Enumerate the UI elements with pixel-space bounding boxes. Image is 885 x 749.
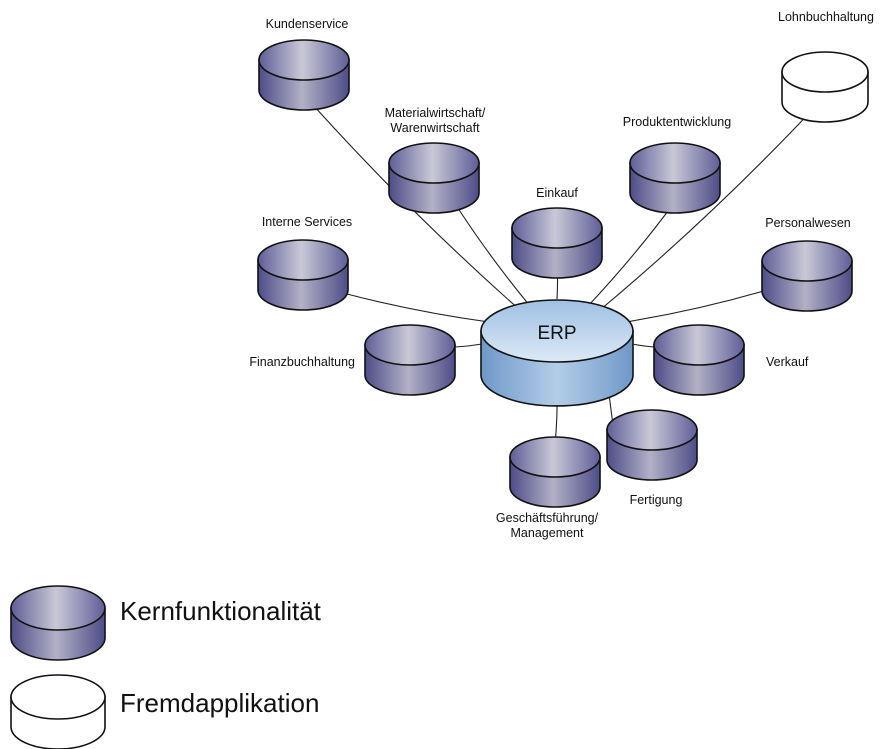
node-cylinder-personalwesen: [761, 240, 853, 312]
legend-label-external: Fremdapplikation: [120, 688, 319, 718]
node-cylinder-kundenservice: [258, 39, 350, 111]
node-cylinder-lohnbuchhaltung: [781, 51, 869, 123]
node-label-einkauf: Einkauf: [536, 186, 578, 200]
erp-hub-cylinder-top: [480, 299, 634, 363]
nodes: KundenserviceMaterialwirtschaft/Warenwir…: [249, 10, 874, 540]
connector-line-verkauf: [631, 343, 655, 348]
node-cylinder-produktentwicklung: [629, 142, 721, 214]
node-label-geschaeftsfuehrung: Geschäftsführung/Management: [496, 511, 599, 540]
connector-line-lohnbuchhaltung: [599, 106, 816, 311]
connector-line-personalwesen: [625, 289, 768, 323]
connector-line-materialwirtschaft: [451, 198, 531, 307]
erp-hub-label: ERP: [537, 323, 576, 344]
legend-swatch-core: [10, 585, 106, 661]
node-cylinder-verkauf: [653, 324, 745, 396]
connector-line-interne-services: [342, 292, 490, 323]
node-label-interne-services: Interne Services: [262, 215, 352, 229]
erp-hub-cylinder: [480, 299, 634, 407]
node-label-verkauf: Verkauf: [766, 355, 809, 369]
node-label-kundenservice: Kundenservice: [266, 17, 349, 31]
node-cylinder-personalwesen-top: [761, 240, 853, 282]
node-cylinder-finanzbuchhaltung-top: [364, 324, 456, 366]
legend-swatch-external: [10, 674, 106, 749]
node-cylinder-einkauf-top: [511, 207, 603, 249]
node-label-finanzbuchhaltung: Finanzbuchhaltung: [249, 355, 355, 369]
node-label-personalwesen: Personalwesen: [765, 216, 851, 230]
node-cylinder-interne-services: [257, 239, 349, 311]
node-label-fertigung: Fertigung: [630, 493, 683, 507]
node-cylinder-produktentwicklung-top: [629, 142, 721, 184]
node-label-produktentwicklung: Produktentwicklung: [623, 115, 731, 129]
node-cylinder-einkauf: [511, 207, 603, 279]
hub: ERP: [480, 299, 634, 407]
connector-line-finanzbuchhaltung: [454, 343, 483, 348]
legend-label-core: Kernfunktionalität: [120, 596, 322, 626]
node-cylinder-verkauf-top: [653, 324, 745, 366]
node-cylinder-lohnbuchhaltung-top: [781, 51, 869, 93]
node-cylinder-materialwirtschaft: [388, 142, 480, 214]
legend-swatch-external-top: [10, 674, 106, 720]
node-label-materialwirtschaft: Materialwirtschaft/Warenwirtschaft: [385, 106, 486, 135]
node-label-lohnbuchhaltung: Lohnbuchhaltung: [778, 10, 874, 24]
node-cylinder-geschaeftsfuehrung: [509, 436, 601, 508]
node-cylinder-fertigung-top: [606, 409, 698, 451]
node-cylinder-geschaeftsfuehrung-top: [509, 436, 601, 478]
node-cylinder-interne-services-top: [257, 239, 349, 281]
node-cylinder-fertigung: [606, 409, 698, 481]
node-cylinder-materialwirtschaft-top: [388, 142, 480, 184]
legend-swatch-core-top: [10, 585, 106, 631]
node-cylinder-finanzbuchhaltung: [364, 324, 456, 396]
node-cylinder-kundenservice-top: [258, 39, 350, 81]
